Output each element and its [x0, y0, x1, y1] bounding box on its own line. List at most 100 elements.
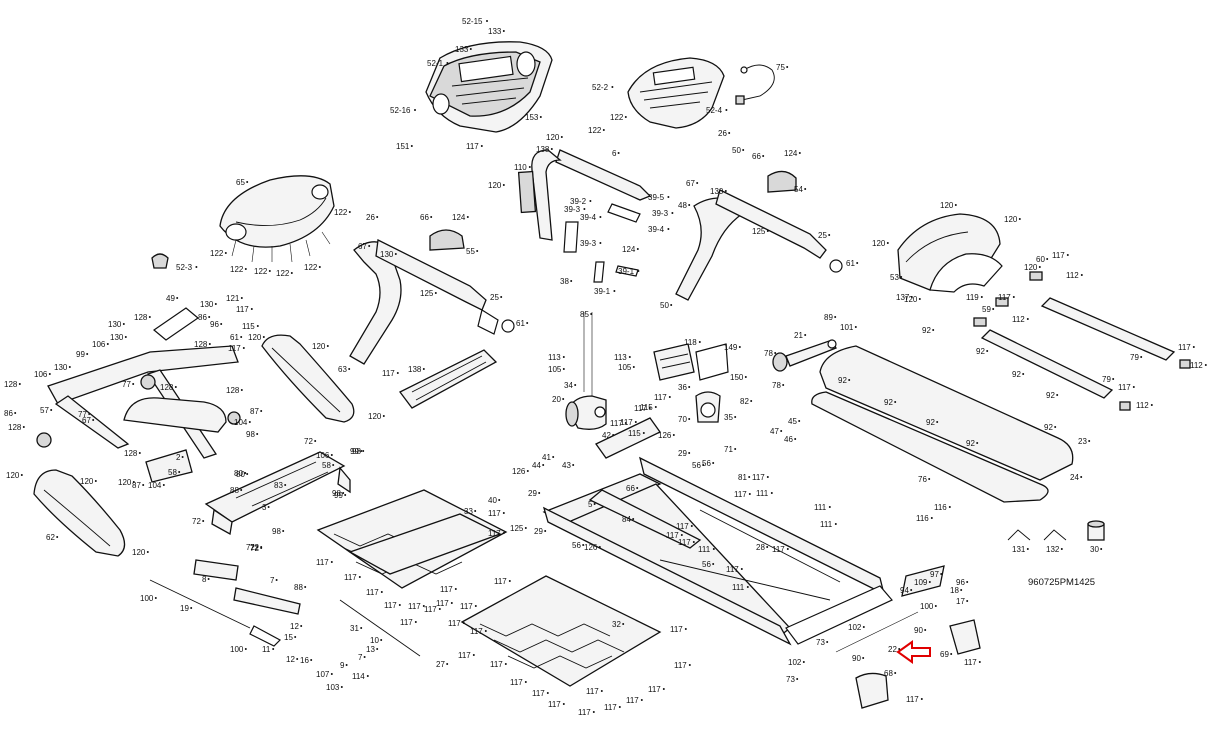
callout-leader-dot: [500, 296, 503, 298]
callout-leader-dot: [382, 415, 385, 417]
part-callout-40: 40: [488, 496, 497, 505]
callout-leader-dot: [1112, 378, 1115, 380]
callout-leader-dot: [632, 366, 635, 368]
callout-leader-dot: [684, 628, 687, 630]
callout-leader-dot: [744, 376, 747, 378]
part-callout-117: 117: [634, 404, 647, 413]
part-callout-105: 105: [548, 365, 562, 374]
callout-leader-dot: [1054, 426, 1057, 428]
callout-leader-dot: [826, 641, 829, 643]
callout-leader-dot: [672, 434, 675, 436]
side-cover-right: [261, 334, 355, 423]
handrail-cover: [399, 349, 498, 409]
callout-leader-dot: [122, 323, 125, 325]
callout-leader-dot: [1204, 364, 1207, 366]
callout-leader-dot: [422, 605, 425, 607]
callout-leader-dot: [262, 336, 265, 338]
part-callout-54: 54: [794, 185, 803, 194]
callout-leader-dot: [688, 418, 691, 420]
callout-leader-dot: [208, 316, 211, 318]
part-callout-117: 117: [366, 588, 379, 597]
callout-leader-dot: [642, 432, 645, 434]
callout-leader-dot: [786, 66, 789, 68]
callout-leader-dot: [1018, 218, 1021, 220]
cable-75: [735, 64, 775, 105]
callout-leader-dot: [332, 464, 335, 466]
callout-leader-dot: [599, 216, 602, 218]
callout-leader-dot: [362, 450, 365, 452]
callout-leader-dot: [240, 389, 243, 391]
part-callout-21: 21: [794, 331, 803, 340]
callout-leader-dot: [300, 625, 303, 627]
callout-leader-dot: [1080, 274, 1083, 276]
part-callout-39-5: 39-5: [648, 193, 665, 202]
part-callout-117: 117: [488, 529, 501, 538]
part-callout-85: 85: [580, 310, 589, 319]
callout-leader-dot: [702, 464, 705, 466]
part-callout-92: 92: [966, 439, 975, 448]
part-callout-100: 100: [140, 594, 154, 603]
callout-leader-dot: [240, 336, 243, 338]
part-callout-124: 124: [784, 149, 798, 158]
part-callout-27: 27: [436, 660, 445, 669]
part-callout-120: 120: [6, 471, 20, 480]
part-callout-120: 120: [248, 333, 262, 342]
part-callout-52-2: 52-2: [592, 83, 609, 92]
side-rails: [973, 271, 1191, 411]
part-callout-153: 153: [525, 113, 539, 122]
part-callout-105: 105: [618, 363, 632, 372]
callout-leader-dot: [366, 675, 369, 677]
callout-leader-dot: [780, 430, 783, 432]
callout-leader-dot: [750, 400, 753, 402]
part-callout-20: 20: [552, 395, 561, 404]
callout-leader-dot: [138, 452, 141, 454]
callout-leader-dot: [848, 379, 851, 381]
callout-leader-dot: [924, 629, 927, 631]
callout-leader-dot: [50, 409, 53, 411]
callout-leader-dot: [246, 473, 249, 475]
part-callout-120: 120: [1004, 215, 1018, 224]
callout-leader-dot: [688, 664, 691, 666]
callout-leader-dot: [950, 653, 953, 655]
part-callout-138: 138: [408, 365, 422, 374]
left-upright: [349, 229, 515, 365]
part-callout-50: 50: [732, 146, 741, 155]
part-callout-117: 117: [408, 602, 421, 611]
callout-leader-dot: [462, 622, 465, 624]
part-callout-39-1: 39-1: [594, 287, 611, 296]
cushion-panel-32: [460, 575, 662, 687]
part-callout-5: 5: [588, 500, 593, 509]
part-callout-112: 112: [1190, 361, 1203, 370]
callout-leader-dot: [898, 648, 901, 650]
part-callout-72: 72: [250, 543, 259, 552]
part-callout-92: 92: [884, 398, 893, 407]
part-callout-122: 122: [276, 269, 290, 278]
part-callout-92: 92: [926, 418, 935, 427]
callout-leader-dot: [1022, 373, 1025, 375]
callout-leader-dot: [486, 20, 488, 22]
callout-leader-dot: [360, 627, 363, 629]
part-callout-124: 124: [622, 245, 636, 254]
callout-leader-dot: [342, 492, 345, 494]
callout-leader-dot: [20, 474, 23, 476]
callout-leader-dot: [624, 116, 627, 118]
part-callout-12: 12: [290, 622, 299, 631]
part-callout-10: 10: [370, 636, 379, 645]
callout-leader-dot: [474, 605, 477, 607]
part-callout-57: 57: [40, 406, 49, 415]
callout-leader-dot: [538, 492, 541, 494]
part-callout-78: 78: [772, 381, 781, 390]
part-callout-117: 117: [586, 687, 599, 696]
part-callout-120: 120: [312, 342, 326, 351]
part-callout-67: 67: [686, 179, 695, 188]
callout-leader-dot: [696, 182, 699, 184]
callout-leader-dot: [284, 484, 287, 486]
part-callout-120: 120: [132, 548, 146, 557]
callout-leader-dot: [748, 493, 751, 495]
callout-leader-dot: [376, 216, 379, 218]
callout-leader-dot: [894, 672, 897, 674]
callout-leader-dot: [894, 401, 897, 403]
part-callout-12: 12: [286, 655, 295, 664]
part-callout-122: 122: [210, 249, 224, 258]
part-callout-52-4: 52-4: [706, 106, 723, 115]
